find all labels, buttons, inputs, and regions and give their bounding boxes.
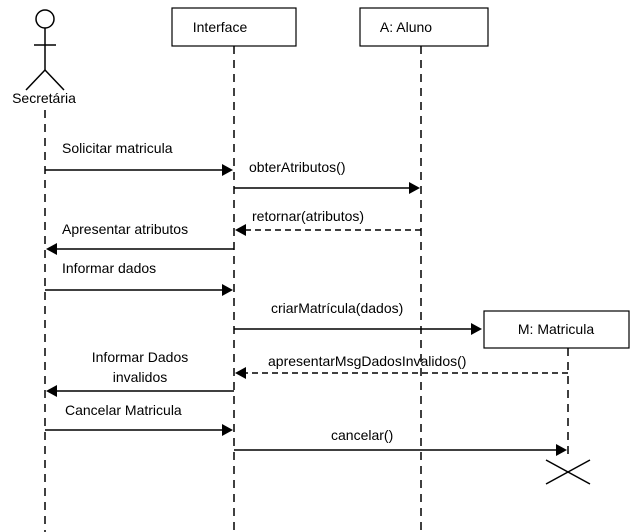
participant-box <box>483 310 630 349</box>
arrowhead-filled-icon <box>46 243 57 255</box>
message-label: Cancelar Matricula <box>65 402 182 418</box>
message-obter-atributos: obterAtributos() <box>234 159 420 194</box>
message-label: apresentarMsgDadosInvalidos() <box>268 353 466 369</box>
arrowhead-filled-icon <box>222 284 233 296</box>
destroy-x-icon <box>545 459 591 485</box>
participant-label: Interface <box>193 19 248 35</box>
message-criar-matricula: criarMatrícula(dados) <box>234 300 482 335</box>
message-cancelar-matricula: Cancelar Matricula <box>45 402 233 436</box>
message-apresentar-atributos: Apresentar atributos <box>46 221 234 255</box>
participant-box <box>359 7 489 47</box>
arrowhead-filled-icon <box>235 367 246 379</box>
message-informar-dados-invalidos: Informar Dados invalidos <box>46 349 234 397</box>
actor-secretaria: Secretária <box>12 9 76 532</box>
actor-label: Secretária <box>12 90 76 106</box>
participant-aluno: A: Aluno <box>359 7 489 532</box>
arrowhead-filled-icon <box>46 385 57 397</box>
message-label: Solicitar matricula <box>62 140 173 156</box>
arrowhead-filled-icon <box>409 182 420 194</box>
arrowhead-filled-icon <box>556 444 567 456</box>
participant-label: M: Matricula <box>518 321 594 337</box>
message-label: Apresentar atributos <box>62 221 188 237</box>
message-label: cancelar() <box>331 427 393 443</box>
message-cancelar: cancelar() <box>234 427 567 456</box>
participant-label: A: Aluno <box>380 19 432 35</box>
arrowhead-filled-icon <box>235 224 246 236</box>
message-informar-dados: Informar dados <box>45 260 233 296</box>
message-label: retornar(atributos) <box>252 208 364 224</box>
actor-stick-figure-icon <box>25 9 65 91</box>
message-label-line-2: invalidos <box>113 369 167 385</box>
message-label: Informar dados <box>62 260 156 276</box>
message-label-line-1: Informar Dados <box>92 349 188 365</box>
arrowhead-filled-icon <box>222 164 233 176</box>
message-label: obterAtributos() <box>249 159 345 175</box>
participant-matricula: M: Matricula <box>483 310 630 485</box>
arrowhead-filled-icon <box>222 424 233 436</box>
participant-box <box>171 7 297 47</box>
arrowhead-filled-icon <box>471 323 482 335</box>
message-label: criarMatrícula(dados) <box>271 300 403 316</box>
message-solicitar-matricula: Solicitar matricula <box>45 140 233 176</box>
participant-interface: Interface <box>171 7 297 532</box>
message-retornar-atributos: retornar(atributos) <box>235 208 421 236</box>
message-apresentar-msg-dados-invalidos: apresentarMsgDadosInvalidos() <box>235 353 568 379</box>
